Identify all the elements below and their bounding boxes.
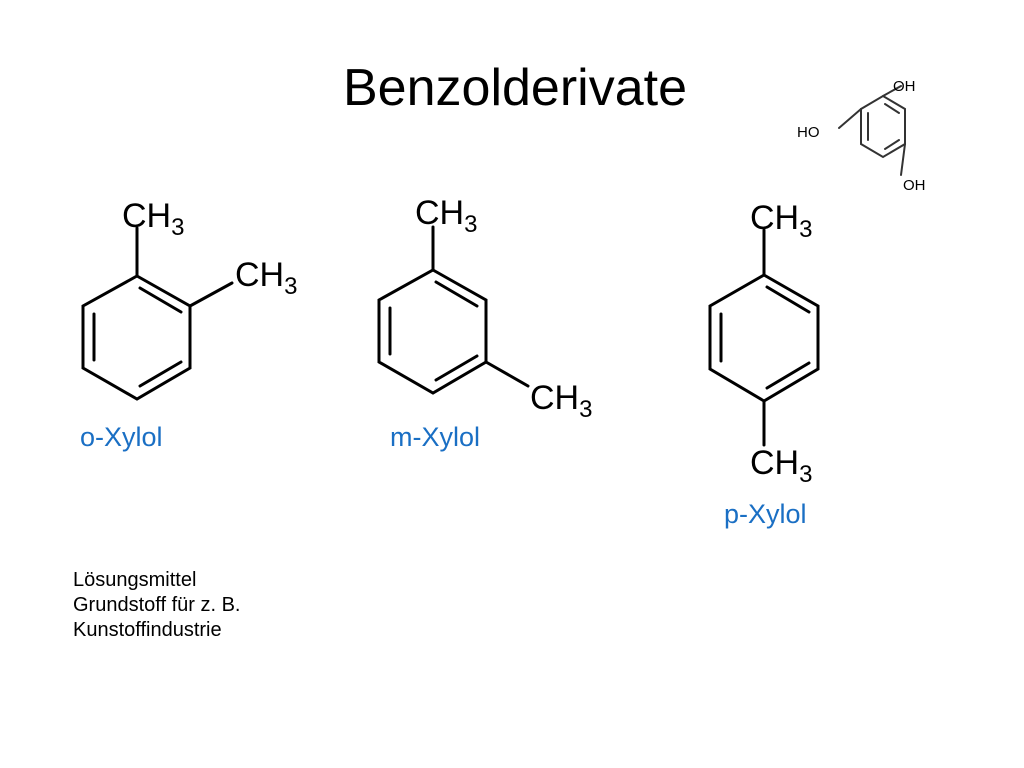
p-xylol-structure — [708, 228, 820, 447]
o-xylol-ch3-top: CH3 — [122, 197, 184, 241]
notes-text: Lösungsmittel Grundstoff für z. B. Kunst… — [73, 568, 240, 643]
p-xylol-label: p-Xylol — [724, 499, 807, 529]
note-line: Grundstoff für z. B. — [73, 594, 241, 616]
note-line: Lösungsmittel — [73, 569, 197, 591]
m-xylol-ch3-top: CH3 — [415, 194, 477, 238]
m-xylol-structure — [377, 225, 530, 395]
note-line: Kunstoffindustrie — [73, 619, 222, 641]
phloroglucinol-structure — [838, 85, 906, 176]
phloroglucinol-oh-bottom: OH — [903, 177, 926, 194]
p-xylol-ch3-bottom: CH3 — [750, 444, 812, 488]
o-xylol-ch3-side: CH3 — [235, 256, 297, 300]
m-xylol-label: m-Xylol — [390, 422, 480, 452]
o-xylol-label: o-Xylol — [80, 422, 163, 452]
p-xylol-ch3-top: CH3 — [750, 199, 812, 243]
slide-title: Benzolderivate — [343, 59, 687, 117]
phloroglucinol-ho-left: HO — [797, 124, 820, 141]
o-xylol-structure — [81, 226, 234, 401]
m-xylol-ch3-side: CH3 — [530, 379, 592, 423]
phloroglucinol-oh-top: OH — [893, 78, 916, 95]
